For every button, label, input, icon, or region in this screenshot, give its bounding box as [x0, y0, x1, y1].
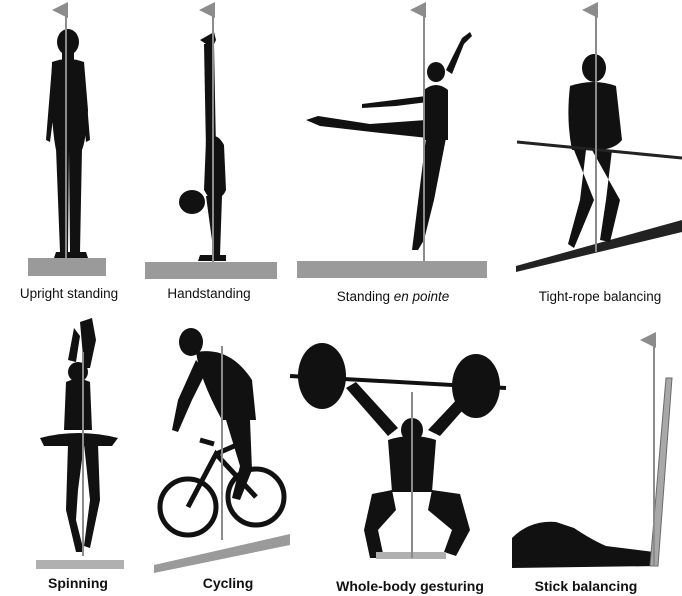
label-stick-balancing: Stick balancing: [516, 578, 656, 594]
ground-block: [28, 258, 106, 276]
label-standing-en-pointe: Standing en pointe: [318, 289, 468, 304]
panel-upright-standing: [28, 10, 106, 276]
handstand-silhouette: [179, 32, 226, 261]
panel-tight-rope: [516, 10, 682, 272]
ground-block: [145, 262, 277, 279]
skater-silhouette: [40, 318, 118, 552]
ground-block: [297, 261, 487, 278]
panel-cycling: [154, 328, 290, 573]
panel-en-pointe: [297, 10, 487, 278]
panel-handstanding: [145, 10, 277, 279]
panel-whole-body-gesturing: [290, 343, 506, 559]
hand-silhouette: [512, 522, 658, 568]
label-handstanding: Handstanding: [148, 286, 270, 301]
panel-spinning: [36, 318, 124, 569]
label-upright-standing: Upright standing: [8, 286, 130, 301]
label-tight-rope-balancing: Tight-rope balancing: [522, 289, 678, 304]
rope-ramp: [516, 220, 682, 272]
label-whole-body-gesturing: Whole-body gesturing: [316, 578, 504, 594]
label-cycling: Cycling: [180, 575, 276, 591]
panel-stick-balancing: [512, 340, 672, 568]
barbell-plate-left: [298, 343, 346, 409]
standing-silhouette: [46, 29, 90, 258]
weightlifter-silhouette: [346, 382, 470, 558]
label-spinning: Spinning: [30, 575, 126, 591]
ground-block: [36, 560, 124, 569]
label-standing-prefix: Standing: [337, 289, 394, 304]
ballerina-silhouette: [306, 32, 472, 250]
label-en-pointe: en pointe: [394, 289, 450, 304]
